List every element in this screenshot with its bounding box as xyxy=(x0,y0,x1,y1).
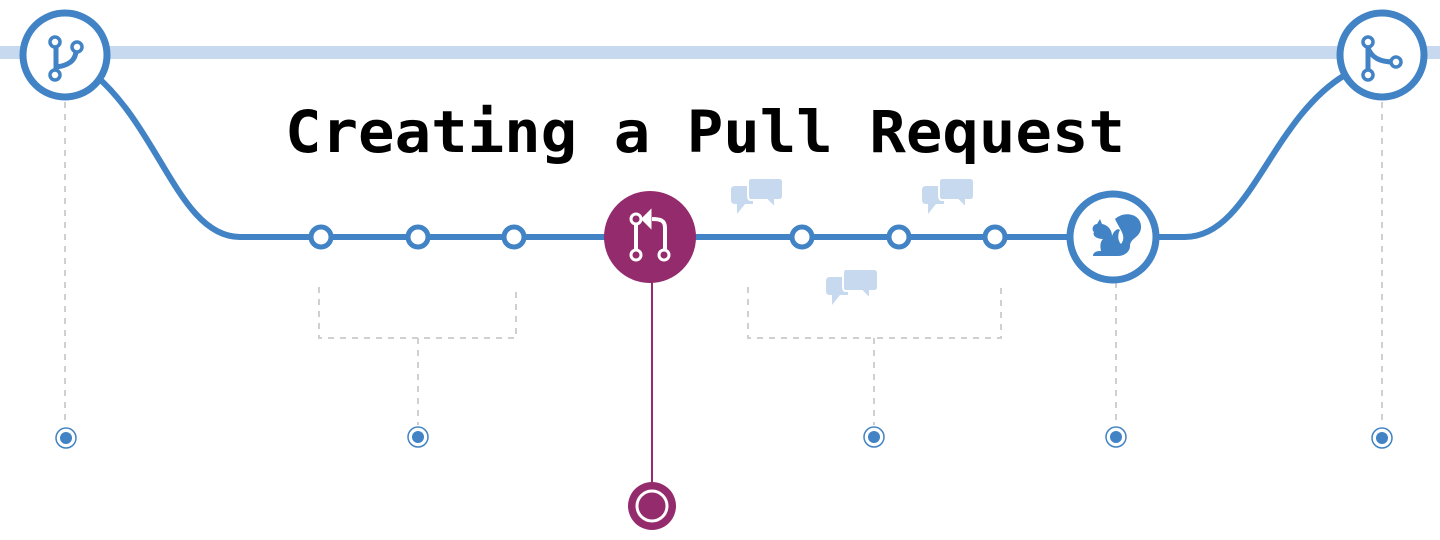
guide-lines xyxy=(64,102,1383,425)
git-merge-icon xyxy=(1361,35,1403,82)
commit-node xyxy=(789,224,815,250)
deploy-node xyxy=(1066,190,1160,284)
comments xyxy=(731,177,975,305)
master-branch-line xyxy=(0,46,1440,59)
squirrel-icon xyxy=(1092,214,1142,256)
diagram-title: Creating a Pull Request xyxy=(285,98,1125,166)
git-pull-request-icon xyxy=(629,208,671,262)
step-marker xyxy=(1371,427,1393,449)
git-branch-icon xyxy=(48,35,84,82)
step-marker xyxy=(55,427,77,449)
pull-request-end-node xyxy=(628,482,676,530)
step-markers xyxy=(55,426,1393,449)
comment-discussion-icon xyxy=(922,177,975,214)
create-branch-node xyxy=(19,9,111,101)
pull-request-node xyxy=(604,191,696,283)
comment-discussion-icon xyxy=(731,177,784,214)
commit-node xyxy=(405,224,431,250)
step-marker xyxy=(1105,426,1127,448)
commit-node xyxy=(886,224,912,250)
step-marker xyxy=(407,426,429,448)
step-marker xyxy=(863,426,885,448)
commit-node xyxy=(308,224,334,250)
commit-nodes xyxy=(308,224,1008,250)
commit-node xyxy=(501,224,527,250)
commit-node xyxy=(982,224,1008,250)
merge-node xyxy=(1336,9,1428,101)
comment-discussion-icon xyxy=(826,268,879,305)
feature-branch-line xyxy=(93,72,1347,240)
